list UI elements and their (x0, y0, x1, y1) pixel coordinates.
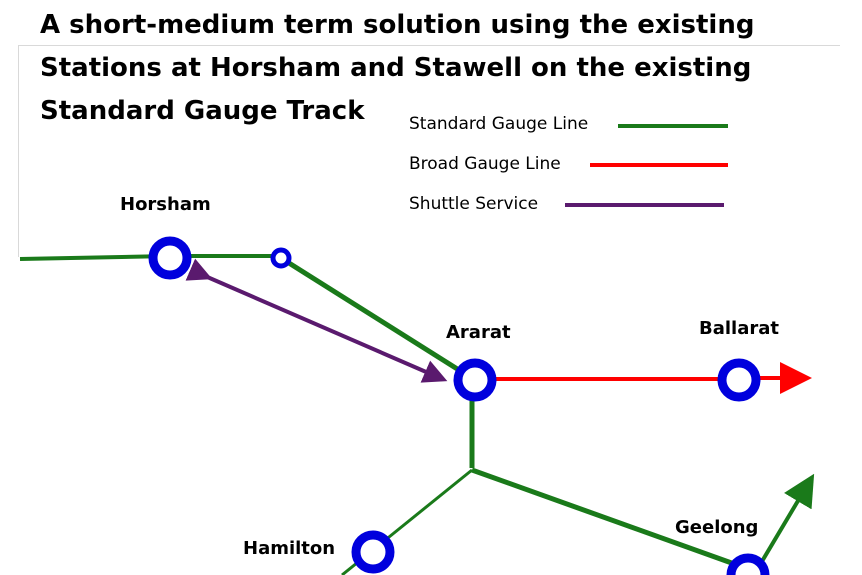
slide-left-rule (18, 45, 19, 257)
station-horsham-marker (148, 236, 192, 280)
shuttle-service-arrow (185, 258, 448, 383)
station-ballarat-marker (717, 358, 761, 402)
station-stawell-marker (270, 247, 292, 269)
title-line-1: A short-medium term solution using the e… (40, 10, 755, 40)
station-hamilton-label: Hamilton (243, 538, 336, 559)
station-ararat-marker (453, 358, 497, 402)
standard-gauge-to-ararat-line (279, 255, 472, 380)
standard-gauge-to-geelong-line (471, 467, 741, 569)
title-line-2: Stations at Horsham and Stawell on the e… (40, 53, 752, 83)
title-line-3: Standard Gauge Track (40, 96, 365, 126)
station-geelong-label: Geelong (675, 517, 759, 538)
legend-standard-label: Standard Gauge Line (409, 114, 589, 134)
standard-gauge-west-line (19, 254, 171, 261)
standard-gauge-geelong-north-arrow (756, 473, 815, 570)
station-hamilton-marker (351, 530, 395, 574)
slide-title: A short-medium term solution using the e… (40, 4, 840, 133)
station-horsham-label: Horsham (120, 194, 211, 215)
station-ballarat-label: Ballarat (699, 318, 779, 339)
slide-top-rule (18, 45, 840, 46)
station-geelong-marker (726, 553, 770, 575)
legend-shuttle-label: Shuttle Service (409, 194, 539, 214)
legend-broad-label: Broad Gauge Line (409, 154, 561, 174)
station-ararat-label: Ararat (446, 322, 511, 343)
